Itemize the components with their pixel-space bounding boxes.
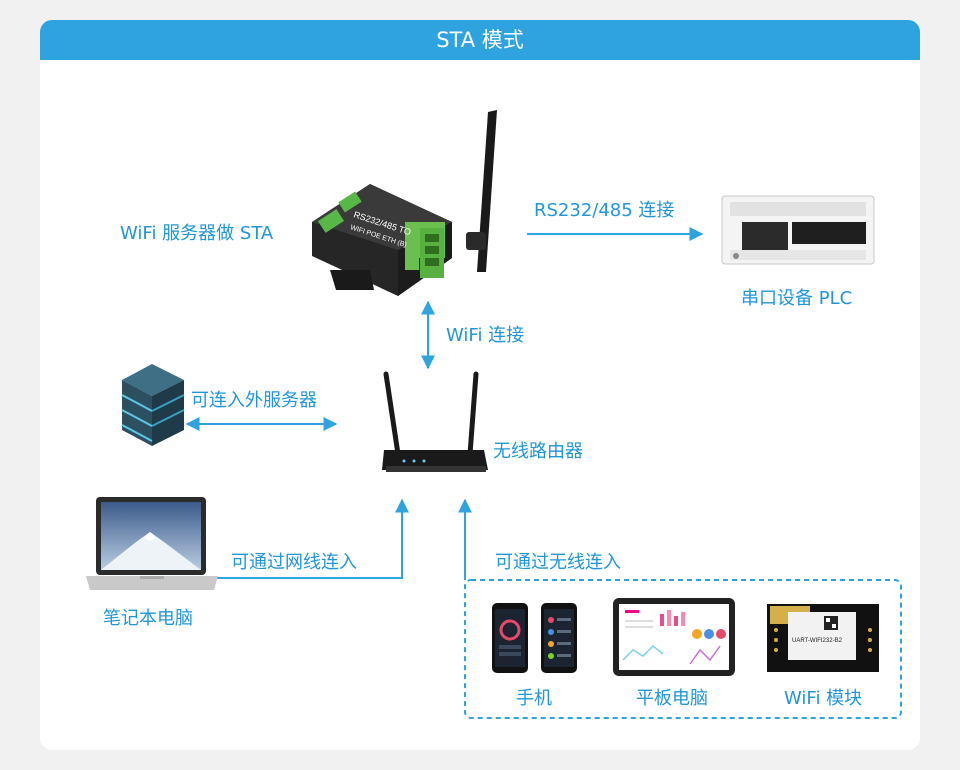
wifi-link-label: WiFi 连接 <box>446 325 525 346</box>
serial-link-label: RS232/485 连接 <box>534 200 675 221</box>
wired-link-label: 可通过网线连入 <box>231 552 357 573</box>
page-title: STA 模式 <box>40 20 920 60</box>
wifi-module-label: WiFi 模块 <box>784 688 863 709</box>
module-model-text: UART-WIFI232-B2 <box>792 638 843 644</box>
router-icon <box>382 371 488 472</box>
router-label: 无线路由器 <box>493 441 583 462</box>
wifi-module-icon: UART-WIFI232-B2 <box>767 604 879 672</box>
gateway-device: RS232/485 TO WIFI POE ETH (B) <box>312 110 497 296</box>
diagram-card: STA 模式 <box>40 20 920 750</box>
phone-label: 手机 <box>516 688 552 709</box>
wireless-devices-group-border <box>464 579 902 719</box>
wireless-link-label: 可通过无线连入 <box>495 552 621 573</box>
tablet-label: 平板电脑 <box>636 688 708 709</box>
wired-connection-arrow <box>214 498 409 579</box>
laptop-label: 笔记本电脑 <box>103 608 193 629</box>
phone-icon <box>492 603 577 673</box>
server-icon <box>121 364 185 446</box>
plc-device <box>721 195 875 265</box>
tablet-icon <box>613 598 735 676</box>
plc-label: 串口设备 PLC <box>741 288 853 309</box>
server-link-label: 可连入外服务器 <box>191 390 317 411</box>
laptop-icon <box>86 497 218 590</box>
gateway-label: WiFi 服务器做 STA <box>120 223 274 244</box>
